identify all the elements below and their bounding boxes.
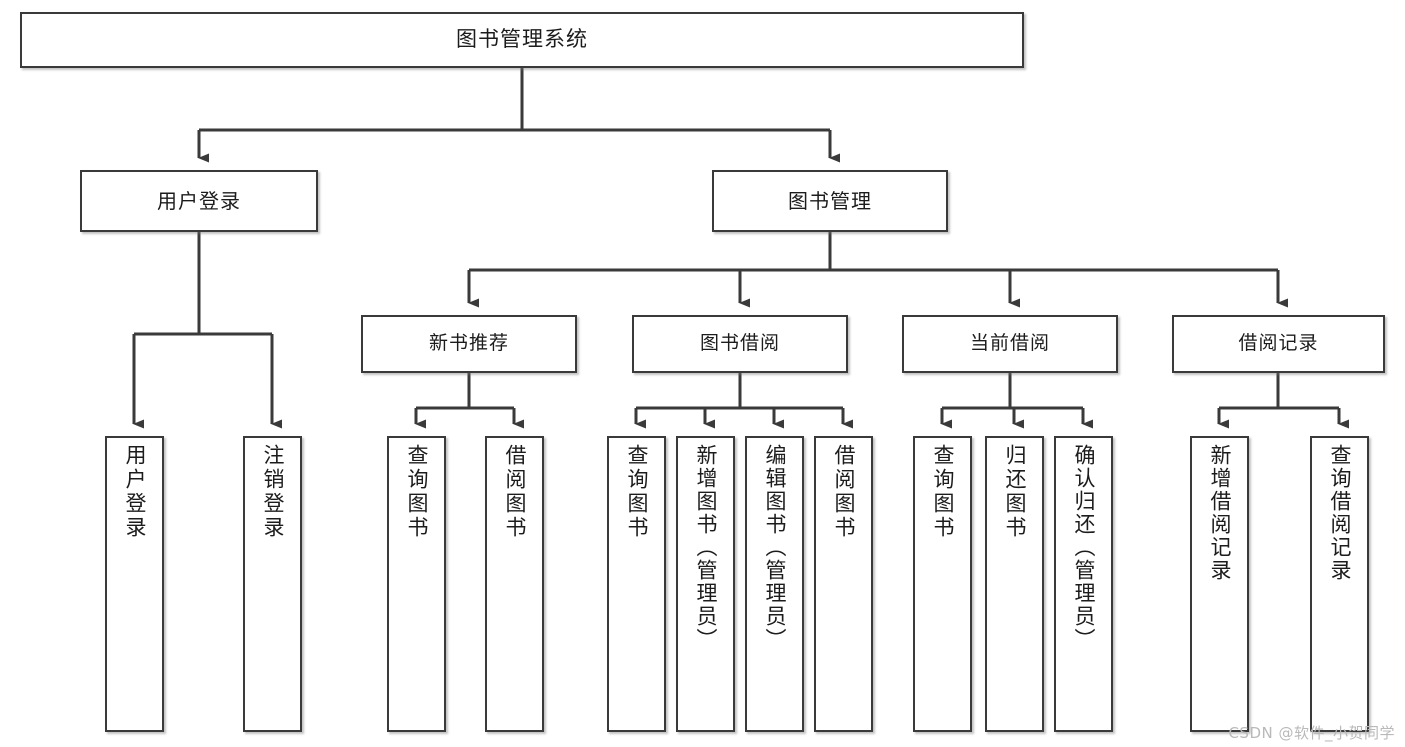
leaf-add-book-admin-label: 新增图书（管理员） [694, 444, 718, 651]
leaf-query-borrow-record-label: 查询借阅记录 [1328, 444, 1352, 582]
node-new-book-recommend-label: 新书推荐 [428, 332, 509, 355]
leaf-return-book[interactable]: 归还图书 [985, 436, 1044, 732]
leaf-user-login-label: 用户登录 [123, 444, 147, 540]
node-user-login-label: 用户登录 [157, 188, 241, 213]
leaf-query-book-new[interactable]: 查询图书 [387, 436, 446, 732]
leaf-borrow-book-new-label: 借阅图书 [503, 444, 527, 540]
leaf-query-book-new-label: 查询图书 [405, 444, 429, 540]
leaf-query-borrow-record[interactable]: 查询借阅记录 [1310, 436, 1369, 732]
node-new-book-recommend[interactable]: 新书推荐 [361, 315, 577, 373]
node-book-management-label: 图书管理 [788, 188, 872, 213]
leaf-borrow-book-new[interactable]: 借阅图书 [485, 436, 544, 732]
node-current-borrow-label: 当前借阅 [969, 332, 1050, 355]
node-current-borrow[interactable]: 当前借阅 [902, 315, 1118, 373]
node-borrow-record-label: 借阅记录 [1238, 332, 1319, 355]
node-book-borrow[interactable]: 图书借阅 [632, 315, 848, 373]
node-borrow-record[interactable]: 借阅记录 [1172, 315, 1385, 373]
leaf-query-book-current[interactable]: 查询图书 [913, 436, 972, 732]
leaf-add-borrow-record-label: 新增借阅记录 [1208, 444, 1232, 582]
leaf-edit-book-admin-label: 编辑图书（管理员） [763, 444, 787, 651]
leaf-borrow-book-label: 借阅图书 [832, 444, 856, 540]
leaf-query-book-current-label: 查询图书 [931, 444, 955, 540]
node-book-management[interactable]: 图书管理 [712, 170, 948, 232]
leaf-query-book-borrow-label: 查询图书 [625, 444, 649, 540]
leaf-confirm-return-admin[interactable]: 确认归还（管理员） [1054, 436, 1113, 732]
node-user-login[interactable]: 用户登录 [80, 170, 318, 232]
node-root-label: 图书管理系统 [456, 27, 588, 52]
leaf-add-book-admin[interactable]: 新增图书（管理员） [676, 436, 735, 732]
leaf-query-book-borrow[interactable]: 查询图书 [607, 436, 666, 732]
leaf-edit-book-admin[interactable]: 编辑图书（管理员） [745, 436, 804, 732]
node-book-borrow-label: 图书借阅 [699, 332, 780, 355]
node-root[interactable]: 图书管理系统 [20, 12, 1024, 68]
leaf-add-borrow-record[interactable]: 新增借阅记录 [1190, 436, 1249, 732]
leaf-user-login[interactable]: 用户登录 [105, 436, 164, 732]
leaf-return-book-label: 归还图书 [1003, 444, 1027, 540]
leaf-confirm-return-admin-label: 确认归还（管理员） [1072, 444, 1096, 651]
leaf-borrow-book[interactable]: 借阅图书 [814, 436, 873, 732]
leaf-logout[interactable]: 注销登录 [243, 436, 302, 732]
leaf-logout-label: 注销登录 [261, 444, 285, 540]
